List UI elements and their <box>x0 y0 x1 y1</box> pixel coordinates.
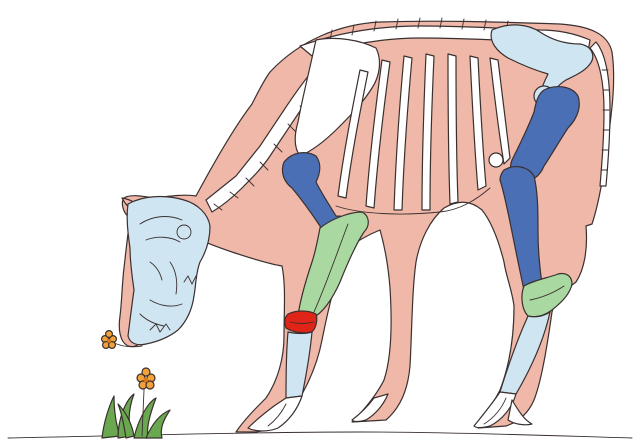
patella <box>489 153 503 167</box>
grass-tuft <box>102 390 170 438</box>
skull <box>127 197 210 345</box>
front-carpus <box>285 311 317 333</box>
flower-on-ground <box>137 368 155 389</box>
front-metacarpus <box>286 332 312 398</box>
